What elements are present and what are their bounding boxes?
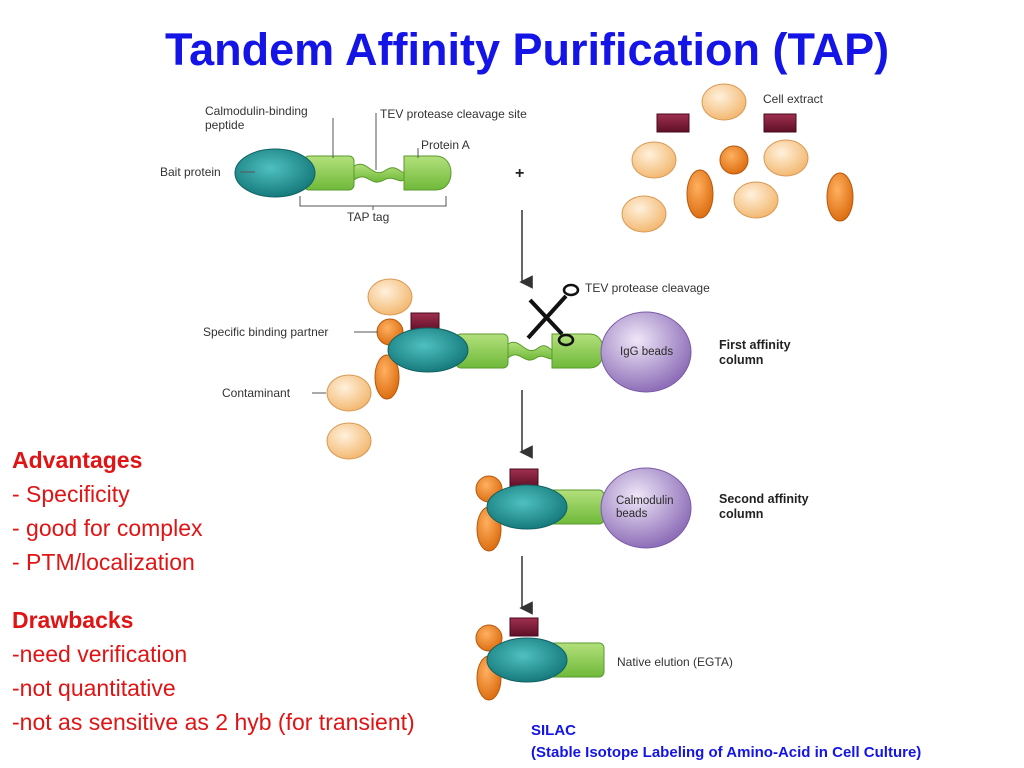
silac-note: SILAC (Stable Isotope Labeling of Amino-… (531, 720, 921, 764)
tap-tagged-bait-construct (234, 148, 452, 198)
drawback-item: -not quantitative (12, 675, 176, 701)
drawback-item: -not as sensitive as 2 hyb (for transien… (12, 709, 415, 735)
tev-cleavage-site-label: TEV protease cleavage site (380, 107, 527, 121)
contaminant-label: Contaminant (222, 386, 291, 400)
calmodulin-beads-label: Calmodulin beads (616, 495, 674, 521)
tev-protease-cleavage-label: TEV protease cleavage (585, 281, 710, 295)
advantage-item: - Specificity (12, 481, 130, 507)
first-affinity-column-line2: column (719, 353, 764, 367)
calmodulin-binding-peptide-label-line2: peptide (205, 118, 245, 132)
tev-linker (353, 163, 407, 183)
second-affinity-column-label: Second affinity column (719, 492, 809, 522)
first-affinity-column-line1: First affinity (719, 338, 791, 352)
second-row-callouts (312, 331, 378, 394)
calmodulin-beads-line2: beads (616, 508, 648, 520)
second-affinity-column-line2: column (719, 507, 764, 521)
calmodulin-beads-shape (600, 467, 692, 549)
slide-title: Tandem Affinity Purification (TAP) (165, 24, 890, 75)
native-elution-label: Native elution (EGTA) (617, 655, 733, 669)
protein-a-block (403, 155, 452, 191)
first-affinity-column-label: First affinity column (719, 338, 791, 368)
specific-binding-partner-label: Specific binding partner (203, 325, 329, 339)
silac-title: SILAC (531, 722, 576, 739)
drawbacks-heading: Drawbacks (12, 607, 134, 633)
second-affinity-complex (475, 467, 692, 552)
igg-beads-shape (600, 311, 692, 393)
cell-extract-proteins (621, 83, 854, 233)
tap-tag-label: TAP tag (347, 210, 390, 224)
advantages-heading: Advantages (12, 447, 143, 473)
plus-sign: + (515, 165, 525, 182)
first-affinity-complex (326, 278, 692, 460)
scissors-icon (526, 283, 580, 347)
top-callouts (240, 113, 447, 210)
advantages-block: Advantages - Specificity - good for comp… (12, 443, 202, 579)
calmodulin-beads-line1: Calmodulin (616, 495, 674, 507)
advantage-item: - good for complex (12, 515, 203, 541)
cell-extract-label: Cell extract (763, 92, 824, 106)
bait-protein-shape (234, 148, 316, 198)
second-affinity-column-line1: Second affinity (719, 492, 809, 506)
drawbacks-block: Drawbacks -need verification -not quanti… (12, 603, 415, 739)
silac-expansion: (Stable Isotope Labeling of Amino-Acid i… (531, 744, 922, 761)
calmodulin-binding-peptide-label-line1: Calmodulin-binding (205, 104, 308, 118)
calmodulin-binding-peptide-label: Calmodulin-binding peptide (205, 104, 308, 132)
drawback-item: -need verification (12, 641, 188, 667)
bait-protein-label: Bait protein (160, 165, 221, 179)
advantage-item: - PTM/localization (12, 549, 195, 575)
eluted-complex (475, 617, 605, 701)
protein-a-label: Protein A (421, 138, 470, 152)
igg-beads-label: IgG beads (620, 346, 674, 358)
